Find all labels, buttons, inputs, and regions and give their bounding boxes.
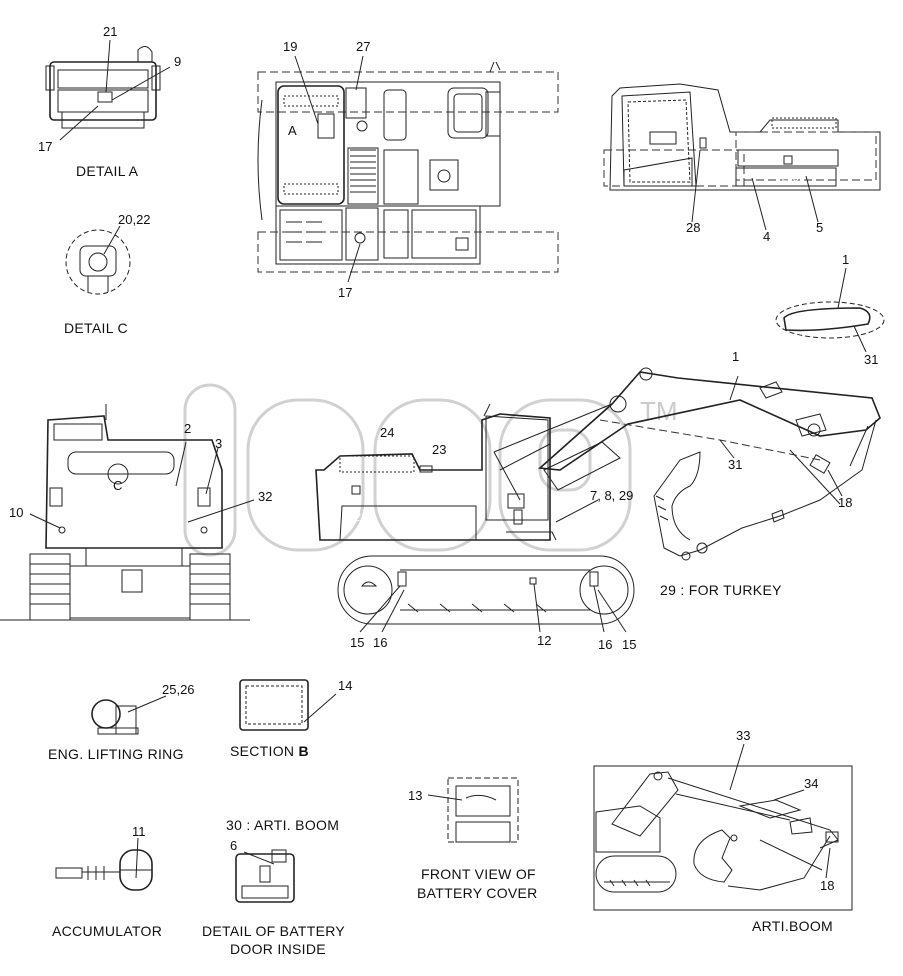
callout-6: 6 [230, 838, 237, 853]
view-letter-c: C [113, 478, 122, 493]
caption-detail-a: DETAIL A [76, 163, 139, 179]
note-arti-boom-30: 30 : ARTI. BOOM [226, 817, 339, 833]
callout-24: 24 [380, 425, 394, 440]
caption-battery-door-1: DETAIL OF BATTERY [202, 923, 345, 939]
section-b-drawing [239, 679, 337, 731]
callout-1-boom: 1 [732, 349, 739, 364]
boom-arm-assembly [493, 367, 881, 561]
callout-31-boom: 31 [728, 457, 742, 472]
accumulator-drawing [55, 837, 153, 891]
callout-21: 21 [103, 24, 117, 39]
battery-cover-drawing [427, 777, 519, 843]
callout-19: 19 [283, 39, 297, 54]
callout-16-right: 16 [598, 637, 612, 652]
upper-side-view: 225 [603, 83, 881, 231]
detail-c-drawing [65, 225, 131, 295]
callout-15-right: 15 [622, 637, 636, 652]
callout-16-left: 16 [373, 635, 387, 650]
rear-view [0, 404, 255, 621]
callout-13: 13 [408, 788, 422, 803]
view-letter-a: A [288, 123, 297, 138]
callout-23: 23 [432, 442, 446, 457]
battery-door-drawing [235, 849, 295, 903]
callout-31-decal: 31 [864, 352, 878, 367]
callout-33: 33 [736, 728, 750, 743]
callout-14: 14 [338, 678, 352, 693]
caption-arti-boom: ARTI.BOOM [752, 918, 833, 934]
caption-battery-door-2: DOOR INSIDE [230, 941, 326, 957]
callout-4: 4 [763, 229, 770, 244]
callout-18-inset: 18 [820, 878, 834, 893]
track-callout-leaders [359, 583, 627, 633]
callout-10: 10 [9, 505, 23, 520]
caption-front-view-1: FRONT VIEW OF [421, 866, 536, 882]
note-for-turkey: 29 : FOR TURKEY [660, 582, 782, 598]
callout-7-8-29: 7, 8, 29 [590, 488, 633, 503]
eng-lifting-ring-drawing [91, 695, 167, 735]
callout-11: 11 [132, 824, 146, 839]
caption-eng-lifting-ring: ENG. LIFTING RING [48, 746, 184, 762]
callout-27: 27 [356, 39, 370, 54]
callout-2: 2 [184, 421, 191, 436]
callout-34: 34 [804, 776, 818, 791]
decal-text-side: 225 [353, 510, 374, 524]
arti-boom-inset [593, 743, 853, 911]
caption-section-b: SECTION B [230, 743, 309, 759]
callout-5: 5 [816, 220, 823, 235]
caption-front-view-2: BATTERY COVER [417, 885, 538, 901]
callout-15-left: 15 [350, 635, 364, 650]
svg-text:TM: TM [640, 396, 678, 426]
caption-accumulator: ACCUMULATOR [52, 923, 162, 939]
callout-12: 12 [537, 633, 551, 648]
callout-1-decal: 1 [842, 252, 849, 267]
top-plan-view [257, 55, 559, 283]
watermark-logo: TM [183, 383, 678, 557]
callout-28: 28 [686, 220, 700, 235]
main-side-view: 225 [315, 403, 635, 625]
decal-1-31-view [775, 267, 885, 353]
callout-17-plan: 17 [338, 285, 352, 300]
callout-25-26: 25,26 [162, 682, 195, 697]
callout-9: 9 [174, 54, 181, 69]
callout-3: 3 [215, 436, 222, 451]
callout-20-22: 20,22 [118, 212, 151, 227]
detail-a-drawing [45, 39, 171, 141]
decal-text-upper: 225 [781, 173, 799, 184]
callout-18-main: 18 [838, 495, 852, 510]
caption-detail-c: DETAIL C [64, 320, 128, 336]
callout-32: 32 [258, 489, 272, 504]
callout-17-detail-a: 17 [38, 139, 52, 154]
